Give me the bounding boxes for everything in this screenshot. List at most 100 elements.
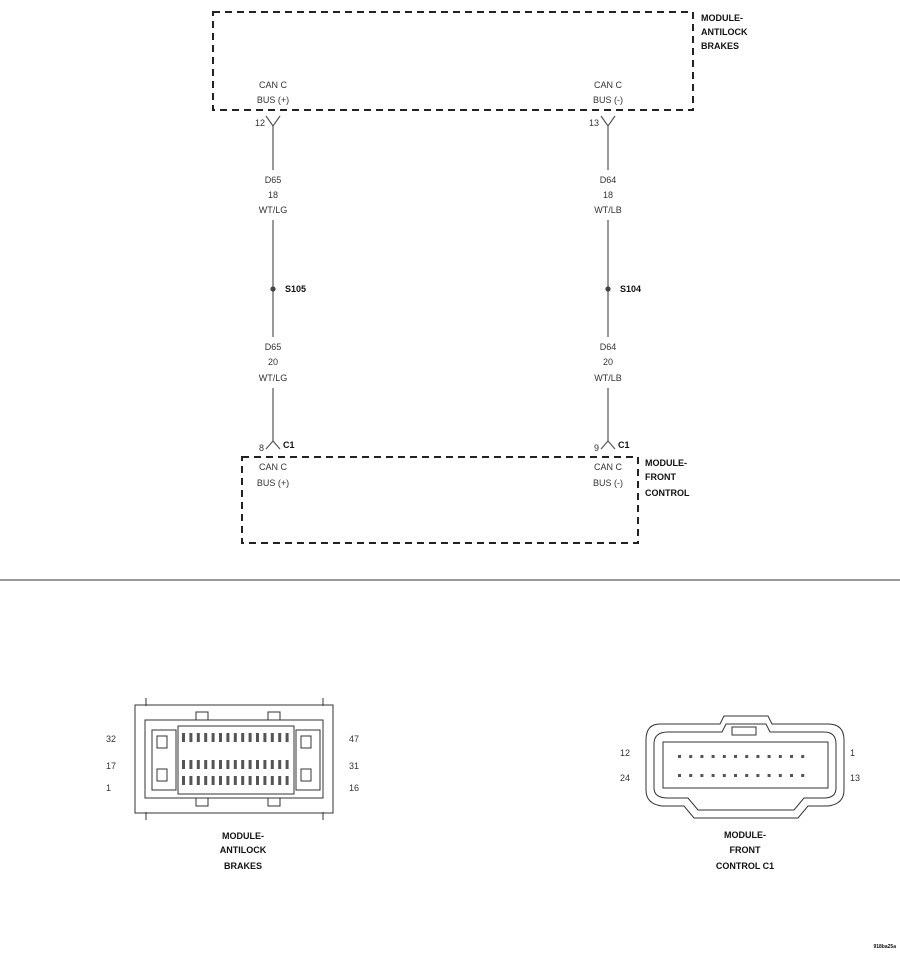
right-lower-gauge: 20 — [603, 357, 613, 367]
left-lower-gauge: 20 — [268, 357, 278, 367]
right-upper-color: WT/LB — [594, 205, 622, 215]
abs-pin-cavity — [204, 733, 208, 742]
abs-pin-number-16: 16 — [349, 783, 359, 793]
left-top-label-1: CAN C — [259, 80, 288, 90]
abs-left-pin-bottom — [156, 768, 168, 782]
left-lower-color: WT/LG — [259, 373, 288, 383]
right-bottom-terminal-symbol — [600, 440, 616, 450]
abs-pin-cavity — [211, 760, 215, 769]
fcm-connector-caption-3: CONTROL C1 — [716, 861, 774, 871]
abs-pin-cavity — [211, 776, 215, 785]
fcm-pin-cavity — [689, 774, 693, 777]
fcm-connector-latch — [731, 726, 757, 736]
left-upper-color: WT/LG — [259, 205, 288, 215]
fcm-pin-cavity — [711, 774, 715, 777]
right-top-pin: 13 — [589, 118, 599, 128]
abs-pin-cavity — [285, 776, 289, 785]
abs-pin-cavity — [285, 760, 289, 769]
abs-pin-cavity — [270, 733, 274, 742]
fcm-pin-cavity — [722, 755, 726, 758]
fcm-pin-cavity — [745, 755, 749, 758]
left-top-label-2: BUS (+) — [257, 95, 289, 105]
fcm-pin-cavity — [734, 755, 737, 758]
abs-connector-view: 32 17 1 47 31 16 MODULE- ANTILOCK BRAKES — [106, 698, 359, 871]
abs-pin-cavity — [256, 760, 259, 769]
right-lower-circuit: D64 — [600, 342, 617, 352]
abs-pin-number-32: 32 — [106, 734, 116, 744]
left-upper-gauge: 18 — [268, 190, 278, 200]
abs-pin-cavity — [219, 760, 222, 769]
abs-pin-cavity — [278, 776, 282, 785]
abs-pin-cavity — [270, 760, 274, 769]
fcm-pin-array — [678, 755, 805, 777]
right-splice-dot — [605, 286, 611, 292]
abs-pin-number-31: 31 — [349, 761, 359, 771]
abs-right-pin-block — [295, 729, 321, 791]
right-lower-color: WT/LB — [594, 373, 622, 383]
fcm-connector-housing — [645, 715, 845, 819]
abs-pin-number-1: 1 — [106, 783, 111, 793]
fcm-connector-caption-1: MODULE- — [724, 830, 766, 840]
abs-left-pin-top — [156, 735, 168, 749]
right-bottom-label-2: BUS (-) — [593, 478, 623, 488]
abs-latch-top-left — [195, 711, 209, 721]
fcm-module-box — [241, 456, 639, 544]
abs-connector-housing — [134, 704, 334, 814]
right-circuit: CAN C BUS (-) 13 D64 18 WT/LB S104 D64 2… — [589, 80, 641, 488]
right-upper-circuit: D64 — [600, 175, 617, 185]
abs-pin-cavity — [219, 776, 222, 785]
abs-pin-cavity — [182, 733, 185, 742]
fcm-pin-cavity — [790, 774, 793, 777]
abs-pin-cavity — [189, 733, 193, 742]
abs-pin-cavity — [256, 776, 259, 785]
fcm-pin-field — [662, 741, 829, 789]
abs-pin-cavity — [233, 776, 237, 785]
abs-pin-cavity — [233, 760, 237, 769]
fcm-connector-caption-2: FRONT — [730, 845, 761, 855]
abs-pin-cavity — [196, 733, 200, 742]
right-top-terminal-symbol — [600, 115, 616, 128]
abs-pin-cavity — [196, 760, 200, 769]
abs-connector-inner — [144, 719, 324, 799]
fcm-module: MODULE- FRONT CONTROL — [241, 456, 690, 544]
fcm-pin-cavity — [722, 774, 726, 777]
fcm-module-name-2: FRONT — [645, 472, 676, 482]
right-bottom-label-1: CAN C — [594, 462, 623, 472]
abs-latch-top-right — [267, 711, 281, 721]
abs-pin-cavity — [182, 776, 185, 785]
fcm-pin-cavity — [700, 774, 704, 777]
abs-pin-cavity — [278, 760, 282, 769]
left-upper-circuit: D65 — [265, 175, 282, 185]
left-circuit: CAN C BUS (+) 12 D65 18 WT/LG S105 D65 2… — [255, 80, 306, 488]
left-bottom-terminal-symbol — [265, 440, 281, 450]
abs-pin-cavity — [226, 776, 230, 785]
abs-right-pin-bottom — [300, 768, 312, 782]
abs-module-name-1: MODULE- — [701, 13, 743, 23]
abs-pin-cavity — [211, 733, 215, 742]
abs-pin-cavity — [196, 776, 200, 785]
fcm-pin-number-12: 12 — [620, 748, 630, 758]
fcm-pin-cavity — [678, 774, 681, 777]
fcm-pin-number-24: 24 — [620, 773, 630, 783]
abs-pin-cavity — [256, 733, 259, 742]
abs-center-pin-field — [177, 725, 295, 795]
abs-pin-cavity — [182, 760, 185, 769]
left-splice-dot — [270, 286, 276, 292]
left-bottom-label-2: BUS (+) — [257, 478, 289, 488]
fcm-pin-cavity — [767, 774, 771, 777]
fcm-pin-cavity — [711, 755, 715, 758]
fcm-module-name-1: MODULE- — [645, 458, 687, 468]
fcm-pin-cavity — [790, 755, 793, 758]
figure-id: 918ba25a — [873, 944, 896, 950]
abs-pin-number-47: 47 — [349, 734, 359, 744]
right-top-label-2: BUS (-) — [593, 95, 623, 105]
abs-pin-cavity — [219, 733, 222, 742]
abs-pin-cavity — [248, 733, 252, 742]
left-splice-label: S105 — [285, 284, 306, 294]
left-top-terminal-symbol — [265, 115, 281, 128]
abs-pin-cavity — [241, 776, 245, 785]
fcm-pin-cavity — [801, 774, 805, 777]
abs-pin-cavity — [204, 776, 208, 785]
right-bottom-connector: C1 — [618, 440, 630, 450]
